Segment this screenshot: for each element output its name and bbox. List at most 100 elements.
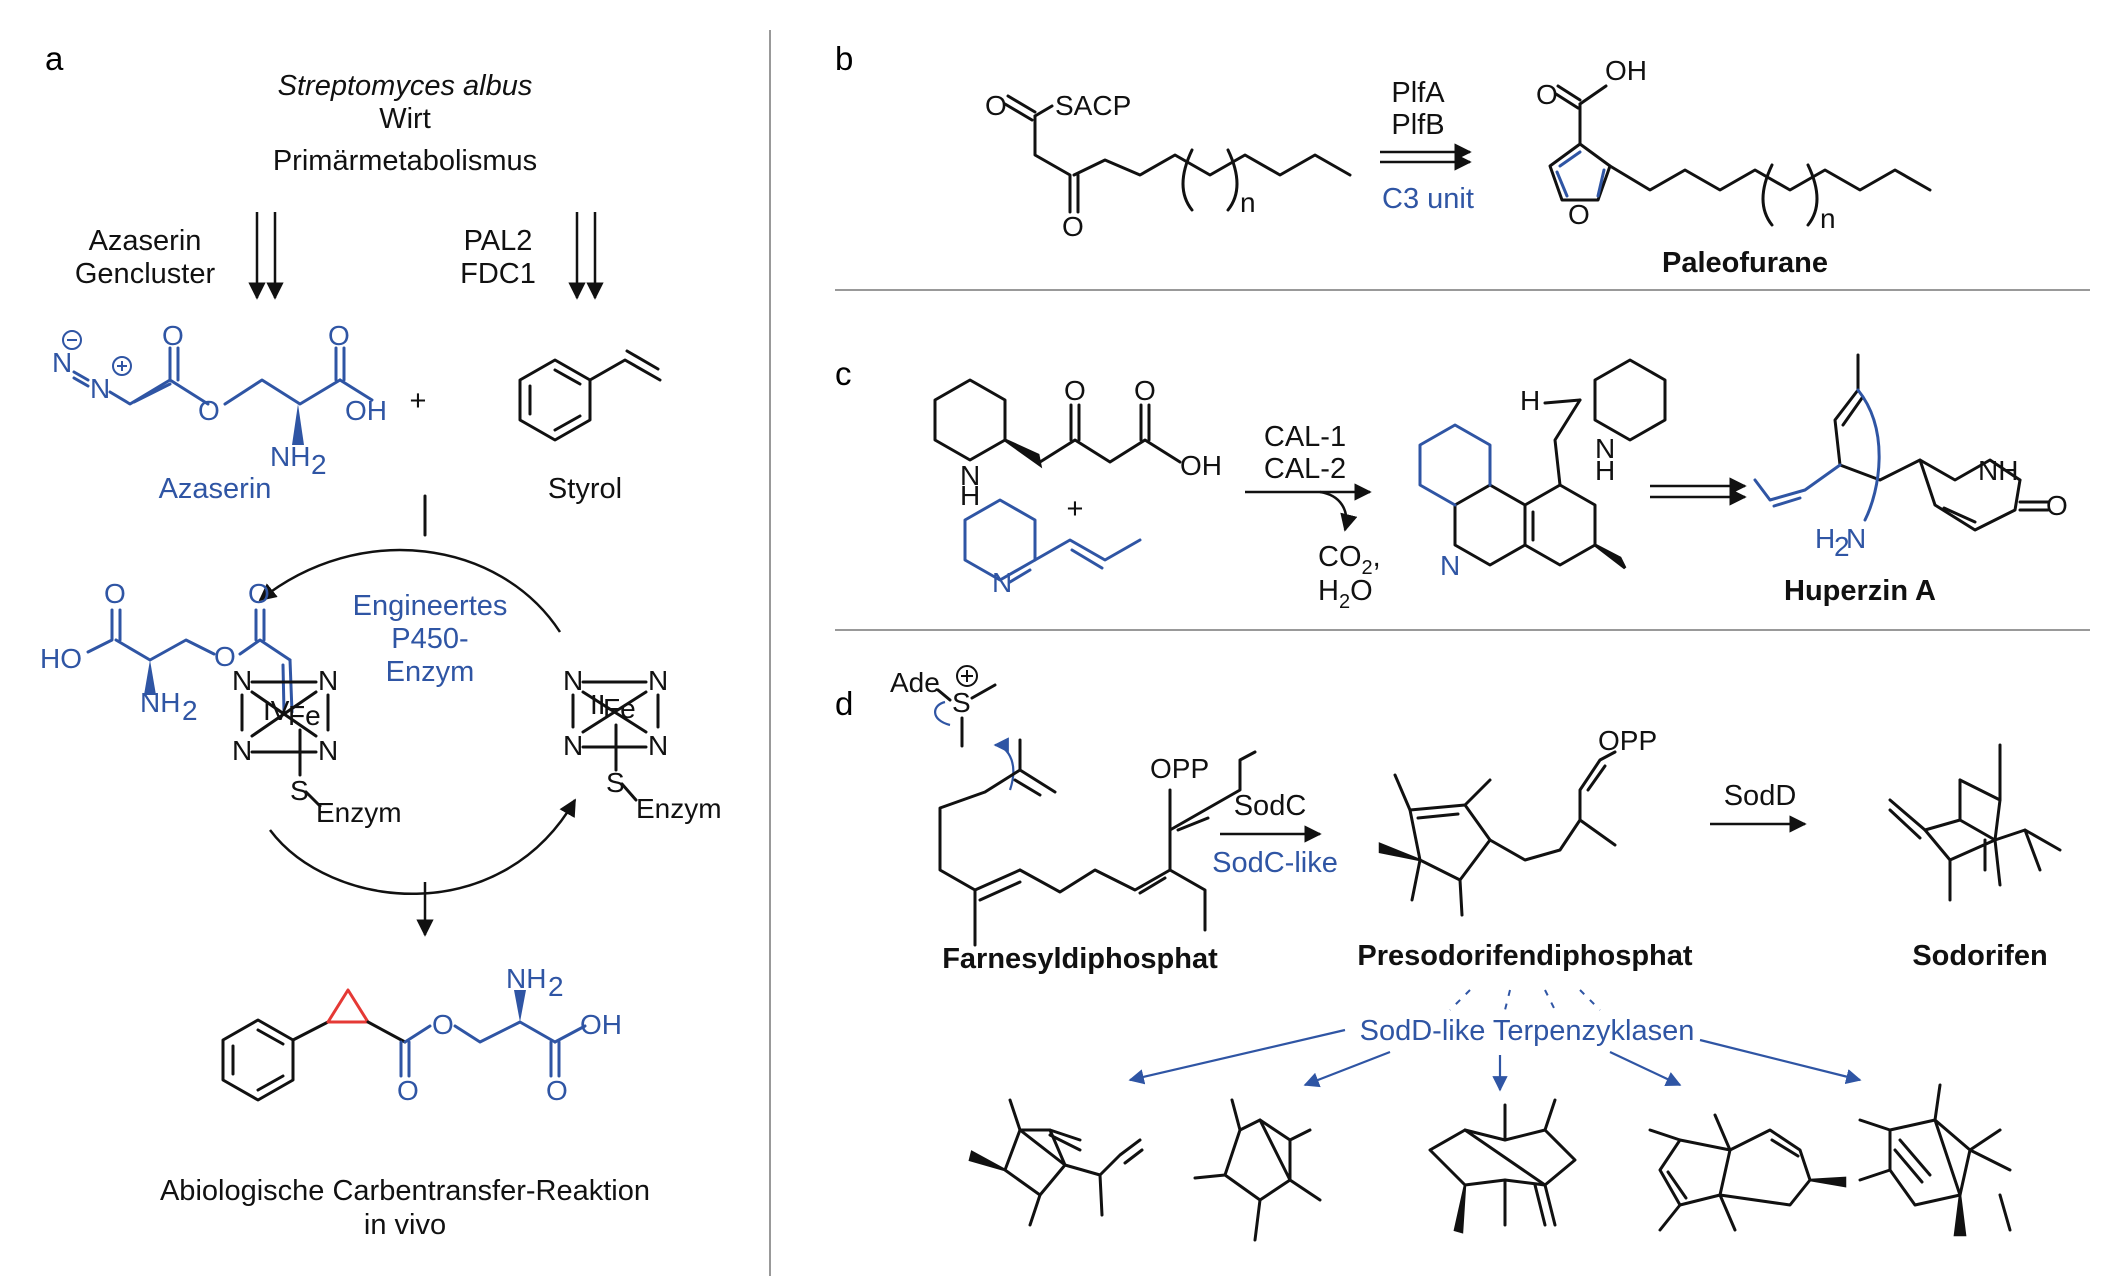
svg-text:N: N [90,373,110,404]
svg-text:N: N [232,665,252,696]
terpene-product-5 [1858,1083,2012,1237]
paleofurane-structure: O OH O n [1536,55,1932,234]
azaserine-label: Azaserin [159,473,272,505]
enzym-label-left: Enzym [316,797,402,828]
cal2-label: CAL-2 [1264,453,1346,485]
svg-text:O: O [1536,79,1558,110]
svg-text:O: O [248,578,270,609]
pal2-label: PAL2 [464,225,533,257]
svg-text:O: O [1134,375,1156,406]
gene-cluster-label-2: Gencluster [75,258,216,290]
svg-text:Fe: Fe [288,700,321,731]
farnesyl-diphosphate-structure: OPP [938,738,1257,947]
azaserine-structure: N N O O NH 2 O OH [52,320,387,480]
organism-name: Streptomyces albus [278,70,533,102]
svg-text:II: II [590,689,606,720]
svg-text:NH: NH [270,441,310,472]
sodc-like-label: SodC-like [1212,847,1338,879]
svg-text:O: O [985,90,1007,121]
styrene-label: Styrol [548,473,622,505]
cyclase-fan: SodD-like Terpenzyklasen [1128,989,1862,1092]
enzyme-line-2: P450- [391,623,468,655]
co2-label: CO2, [1318,541,1381,579]
panel-d: d Ade S OPP SodC [835,665,2062,1242]
svg-text:HO: HO [40,643,82,674]
svg-text:O: O [546,1075,568,1106]
bicyclic-intermediate: N H H N [1418,358,1667,581]
svg-text:N: N [648,730,668,761]
terpene-product-2 [1193,1098,1322,1242]
sodc-label: SodC [1234,790,1307,822]
svg-text:N: N [52,347,72,378]
svg-text:Fe: Fe [603,693,636,724]
svg-text:NH: NH [140,687,180,718]
svg-text:NH: NH [1978,455,2018,486]
panel-b: b O SACP O n PlfA PlfB C3 unit O OH [835,40,1932,279]
svg-text:2: 2 [311,449,327,480]
pelletierine-acid-substrate: N H O O OH [933,375,1222,511]
enzyme-line-1: Engineertes [353,590,508,622]
svg-text:OH: OH [1180,450,1222,481]
gene-cluster-label: Azaserin [89,225,202,257]
enzym-label-right: Enzym [636,793,722,824]
terpene-product-1 [968,1098,1144,1227]
huperzin-label: Huperzin A [1784,575,1936,607]
svg-text:S: S [606,767,625,798]
sam-methyl-donor: Ade S [890,665,1015,791]
svg-text:O: O [104,578,126,609]
svg-text:OH: OH [1605,55,1647,86]
panel-a-letter: a [45,40,64,77]
styrene-structure [518,349,662,442]
h2o-label: H2O [1318,575,1373,613]
sodorifen-label: Sodorifen [1912,940,2047,972]
svg-text:N: N [563,665,583,696]
opp-label-2: OPP [1598,725,1657,756]
tetrahydropyridine-substrate: N [963,498,1142,598]
iron-carbene-complex: HO O NH 2 O O N N N N Fe IV [40,578,402,828]
svg-text:2: 2 [182,695,198,726]
svg-text:N: N [318,735,338,766]
svg-text:H: H [1815,523,1835,554]
svg-text:N: N [563,730,583,761]
plus-sign: + [410,385,427,417]
terpene-product-3 [1428,1098,1577,1234]
svg-text:NH: NH [506,963,546,994]
caption-line-1: Abiologische Carbentransfer-Reaktion [160,1175,650,1207]
svg-text:N: N [318,665,338,696]
panel-c-letter: c [835,355,852,392]
plfb-label: PlfB [1391,109,1444,141]
svg-text:S: S [290,775,309,806]
svg-text:O: O [1568,199,1590,230]
sacp-label: SACP [1055,90,1131,121]
cyclopropane-product: O O NH 2 O OH [221,963,622,1106]
metabolism-label: Primärmetabolismus [273,145,537,177]
sodorifen-structure [1888,743,2062,902]
svg-text:O: O [397,1075,419,1106]
sodd-label: SodD [1724,780,1797,812]
svg-text:H: H [1520,385,1540,416]
paleofurane-label: Paleofurane [1662,247,1828,279]
presodorifen-diphosphate-structure: OPP [1378,725,1657,917]
svg-text:N: N [1846,523,1866,554]
iron-heme-complex: N N N N Fe II S Enzym [563,665,722,824]
svg-text:O: O [198,395,220,426]
n-subscript-b2: n [1820,203,1836,234]
svg-text:N: N [992,567,1012,598]
svg-text:N: N [1595,433,1615,464]
acyl-acp-substrate: O SACP O n [985,90,1352,242]
cal1-label: CAL-1 [1264,421,1346,453]
opp-label-1: OPP [1150,753,1209,784]
svg-text:O: O [328,320,350,351]
plus-sign-c: + [1067,493,1084,525]
svg-text:IV: IV [263,695,290,726]
svg-text:2: 2 [548,971,564,1002]
enzyme-line-3: Enzym [386,656,475,688]
plfa-label: PlfA [1391,77,1445,109]
c3-unit-label: C3 unit [1382,183,1474,215]
panel-d-letter: d [835,685,853,722]
svg-text:H: H [960,480,980,511]
panel-c: c N H O O OH + N CAL-1 CAL-2 CO2 [835,353,2068,613]
svg-text:O: O [1064,375,1086,406]
panel-a: a Streptomyces albus Wirt Primärmetaboli… [40,40,722,1241]
